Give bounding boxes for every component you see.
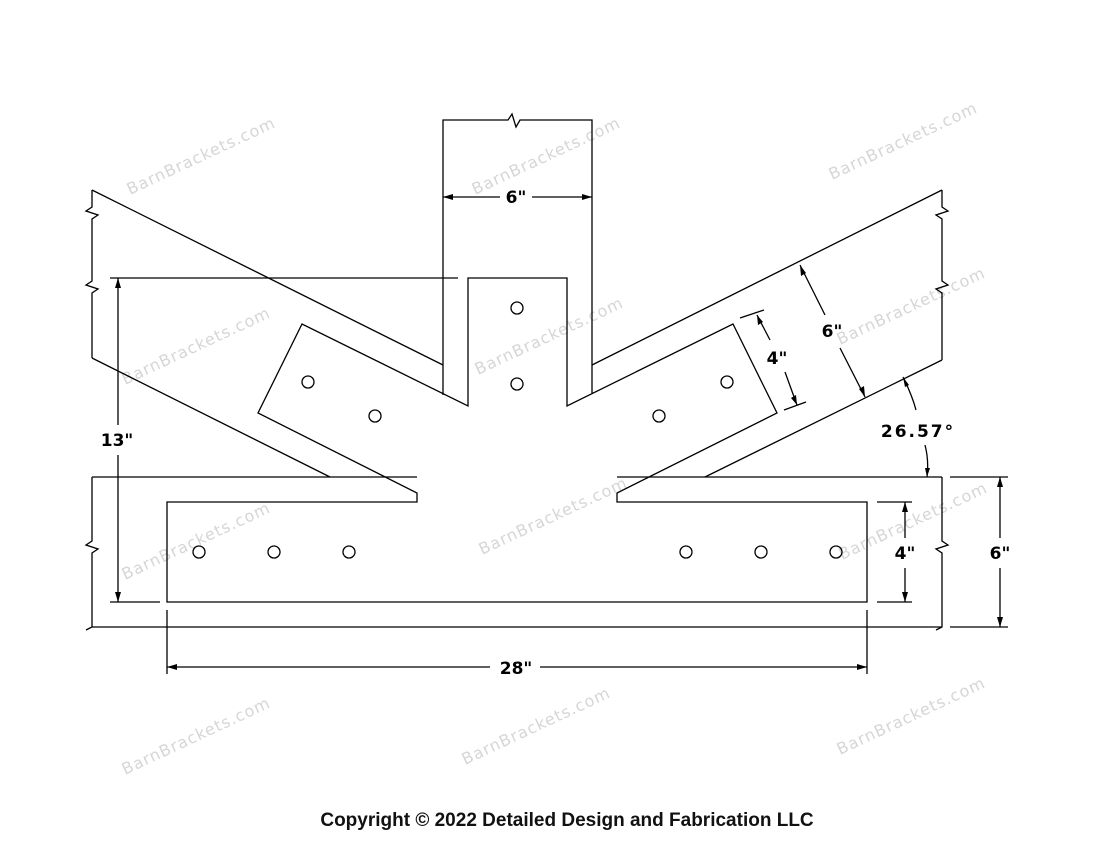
dimensions: 6" 13" 6" 4" 26.57° 4" 6" 28" bbox=[101, 188, 1011, 679]
bolt-hole bbox=[652, 409, 666, 423]
watermark: BarnBrackets.com bbox=[124, 113, 279, 199]
dim-angle: 26.57° bbox=[881, 422, 955, 442]
watermark: BarnBrackets.com bbox=[476, 473, 631, 559]
left-rafter bbox=[84, 189, 444, 478]
bolt-hole bbox=[754, 545, 768, 559]
watermark: BarnBrackets.com bbox=[472, 293, 627, 379]
bolt-hole bbox=[829, 545, 843, 559]
dim-rafter-depth: 6" bbox=[822, 322, 843, 342]
dim-bracket-length: 28" bbox=[500, 659, 533, 679]
beam bbox=[84, 476, 950, 631]
watermark: BarnBrackets.com bbox=[834, 263, 989, 349]
copyright-notice: Copyright © 2022 Detailed Design and Fab… bbox=[320, 810, 814, 831]
watermark: BarnBrackets.com bbox=[834, 673, 989, 759]
bolt-hole bbox=[192, 545, 206, 559]
bracket-plate bbox=[166, 277, 868, 603]
watermark: BarnBrackets.com bbox=[119, 693, 274, 779]
watermark: BarnBrackets.com bbox=[826, 98, 981, 184]
right-rafter bbox=[591, 189, 950, 478]
bolt-hole bbox=[720, 375, 734, 389]
dim-rafter-plate-width: 4" bbox=[767, 349, 788, 369]
watermark: BarnBrackets.com bbox=[469, 113, 624, 199]
dim-total-height: 13" bbox=[101, 431, 134, 451]
bolt-hole bbox=[679, 545, 693, 559]
bolt-hole bbox=[368, 409, 382, 423]
bolt-holes bbox=[192, 301, 843, 559]
watermark: BarnBrackets.com bbox=[459, 683, 614, 769]
dim-beam-depth: 6" bbox=[990, 544, 1011, 564]
bolt-hole bbox=[301, 375, 315, 389]
bolt-hole bbox=[510, 377, 524, 391]
watermarks: BarnBrackets.com BarnBrackets.com BarnBr… bbox=[119, 98, 991, 779]
bolt-hole bbox=[342, 545, 356, 559]
bolt-hole bbox=[267, 545, 281, 559]
dim-beam-plate-width: 4" bbox=[895, 544, 916, 564]
watermark: BarnBrackets.com bbox=[119, 498, 274, 584]
dim-post-width: 6" bbox=[506, 188, 527, 208]
watermark: BarnBrackets.com bbox=[119, 303, 274, 389]
bolt-hole bbox=[510, 301, 524, 315]
post bbox=[442, 112, 593, 395]
